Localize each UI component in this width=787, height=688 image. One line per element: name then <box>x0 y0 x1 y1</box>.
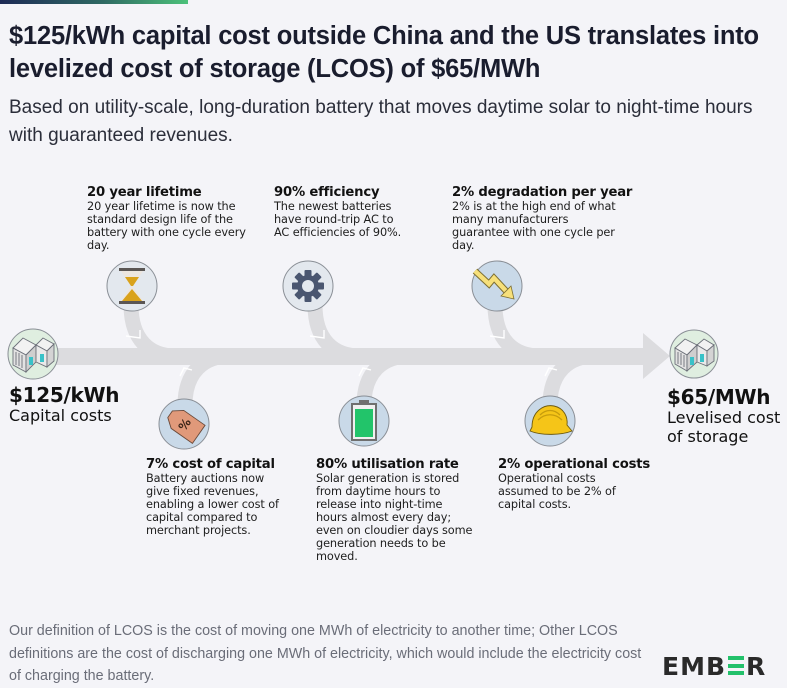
battery-charge-icon <box>338 395 390 447</box>
percent-tag-icon: % <box>158 398 210 450</box>
factor-degradation: 2% degradation per year 2% is at the hig… <box>452 185 633 253</box>
logo-e-bars <box>728 656 745 675</box>
factor-efficiency: 90% efficiency The newest batteries have… <box>274 185 404 240</box>
factor-cost-of-capital: 7% cost of capital Battery auctions now … <box>146 457 286 538</box>
factor-lifetime: 20 year lifetime 20 year lifetime is now… <box>87 185 267 253</box>
hard-hat-icon <box>524 395 576 447</box>
battery-container-icon <box>669 329 719 379</box>
capital-cost-value: $125/kWh <box>9 383 120 407</box>
lcos-label: Levelised cost of storage <box>667 408 781 446</box>
factor-utilisation: 80% utilisation rate Solar generation is… <box>316 457 476 564</box>
page-title: $125/kWh capital cost outside China and … <box>9 22 759 83</box>
page-subtitle: Based on utility-scale, long-duration ba… <box>9 97 753 146</box>
battery-container-icon <box>7 328 59 380</box>
factor-heading: 80% utilisation rate <box>316 457 459 472</box>
footnote: Our definition of LCOS is the cost of mo… <box>9 623 642 684</box>
factor-heading: 90% efficiency <box>274 185 380 200</box>
factor-heading: 2% degradation per year <box>452 185 633 200</box>
logo-text-left: EMB <box>662 652 727 681</box>
hourglass-icon <box>106 260 158 312</box>
start-capital-cost: $125/kWh Capital costs <box>9 384 149 425</box>
end-lcos: $65/MWh Levelised cost of storage <box>667 386 782 446</box>
factor-body: 20 year lifetime is now the standard des… <box>87 200 246 252</box>
gear-icon <box>282 260 334 312</box>
downtrend-arrow-icon <box>471 260 523 312</box>
factor-body: Solar generation is stored from daytime … <box>316 472 473 563</box>
factor-body: 2% is at the high end of what many manuf… <box>452 200 616 252</box>
factor-body: Operational costs assumed to be 2% of ca… <box>498 472 616 511</box>
factor-heading: 20 year lifetime <box>87 185 202 200</box>
factor-heading: 2% operational costs <box>498 457 650 472</box>
factor-body: The newest batteries have round-trip AC … <box>274 200 402 239</box>
lcos-value: $65/MWh <box>667 385 771 409</box>
factor-operational-costs: 2% operational costs Operational costs a… <box>498 457 650 512</box>
factor-body: Battery auctions now give fixed revenues… <box>146 472 279 537</box>
branch-chevrons <box>125 330 558 377</box>
capital-cost-label: Capital costs <box>9 406 112 425</box>
logo-text-right: R <box>746 652 767 681</box>
ember-logo: EMB R <box>662 652 766 681</box>
brand-gradient-bar <box>0 0 188 4</box>
factor-heading: 7% cost of capital <box>146 457 275 472</box>
